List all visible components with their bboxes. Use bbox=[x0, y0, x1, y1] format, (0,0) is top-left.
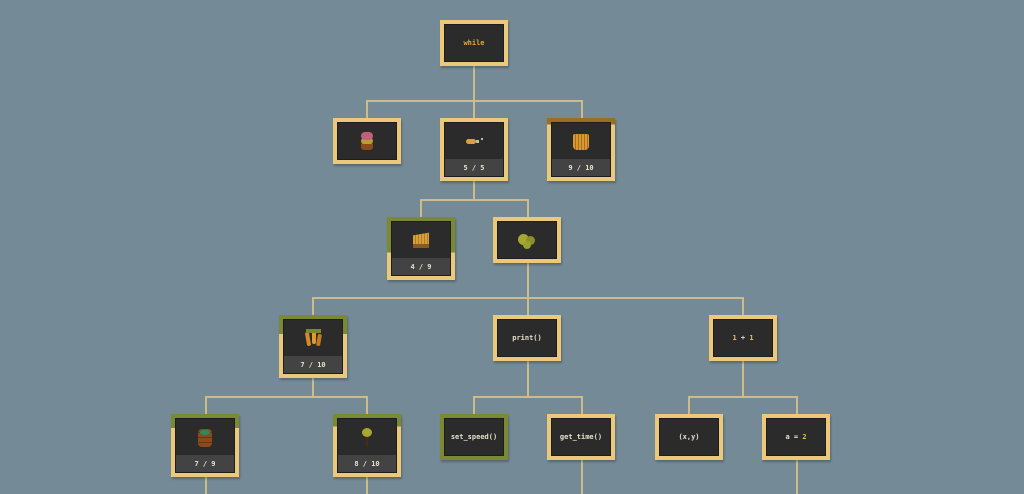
connector bbox=[688, 396, 798, 398]
dinosaur-bone-icon bbox=[461, 130, 487, 152]
grass-icon bbox=[408, 229, 434, 251]
progress-counter: 7 / 10 bbox=[284, 356, 342, 373]
connector bbox=[312, 378, 314, 397]
progress-counter: 4 / 9 bbox=[392, 258, 450, 275]
node-grass[interactable]: 4 / 9 bbox=[387, 217, 455, 280]
progress-counter: 9 / 10 bbox=[552, 159, 610, 176]
node-assign[interactable]: a = 2 bbox=[762, 414, 830, 460]
node-add[interactable]: 1 + 1 bbox=[709, 315, 777, 361]
node-cake[interactable] bbox=[333, 118, 401, 164]
node-print[interactable]: print() bbox=[493, 315, 561, 361]
progress-counter: 7 / 9 bbox=[176, 455, 234, 472]
node-get-time[interactable]: get_time() bbox=[547, 414, 615, 460]
connector bbox=[473, 396, 583, 398]
connector bbox=[312, 297, 744, 299]
connector bbox=[742, 360, 744, 397]
assign-value: 2 bbox=[802, 433, 807, 441]
progress-counter: 8 / 10 bbox=[338, 455, 396, 472]
node-hay[interactable]: 9 / 10 bbox=[547, 118, 615, 181]
node-label: print() bbox=[512, 334, 542, 342]
node-label: a = 2 bbox=[767, 419, 825, 455]
water-barrel-icon bbox=[192, 426, 218, 448]
node-label: (x,y) bbox=[678, 433, 700, 441]
connector bbox=[581, 396, 583, 414]
connector bbox=[420, 199, 529, 201]
bush-icon bbox=[514, 229, 540, 251]
node-label: while bbox=[463, 39, 485, 47]
connector bbox=[527, 199, 529, 217]
connector bbox=[581, 459, 583, 494]
carrot-icon bbox=[300, 327, 326, 349]
connector bbox=[581, 100, 583, 118]
connector bbox=[742, 297, 744, 315]
connector bbox=[366, 396, 368, 414]
tree-icon bbox=[354, 426, 380, 448]
node-tuple[interactable]: (x,y) bbox=[655, 414, 723, 460]
node-carrot[interactable]: 7 / 10 bbox=[279, 315, 347, 378]
connector bbox=[688, 396, 690, 414]
node-tree[interactable]: 8 / 10 bbox=[333, 414, 401, 477]
connector bbox=[205, 476, 207, 494]
operator: + bbox=[736, 334, 750, 342]
connector bbox=[366, 100, 368, 118]
node-set-speed[interactable]: set_speed() bbox=[440, 414, 508, 460]
connector bbox=[205, 396, 207, 414]
node-bone[interactable]: 5 / 5 bbox=[440, 118, 508, 181]
connector bbox=[473, 65, 475, 100]
connector bbox=[527, 262, 529, 315]
cake-icon bbox=[354, 130, 380, 152]
node-while[interactable]: while bbox=[440, 20, 508, 66]
connector bbox=[796, 459, 798, 494]
connector bbox=[205, 396, 368, 398]
connector bbox=[473, 181, 475, 200]
connector bbox=[420, 199, 422, 217]
hay-icon bbox=[568, 130, 594, 152]
connector bbox=[473, 396, 475, 414]
node-water-barrel[interactable]: 7 / 9 bbox=[171, 414, 239, 477]
node-label: set_speed() bbox=[450, 433, 498, 441]
node-label: 1 + 1 bbox=[714, 320, 772, 356]
node-bush[interactable] bbox=[493, 217, 561, 263]
operand: 1 bbox=[749, 334, 754, 342]
connector bbox=[527, 360, 529, 397]
progress-counter: 5 / 5 bbox=[445, 159, 503, 176]
operand: 1 bbox=[732, 334, 737, 342]
connector bbox=[366, 476, 368, 494]
connector bbox=[796, 396, 798, 414]
connector bbox=[312, 297, 314, 315]
assign-target: a = bbox=[785, 433, 803, 441]
connector bbox=[473, 100, 475, 118]
node-label: get_time() bbox=[559, 433, 603, 441]
